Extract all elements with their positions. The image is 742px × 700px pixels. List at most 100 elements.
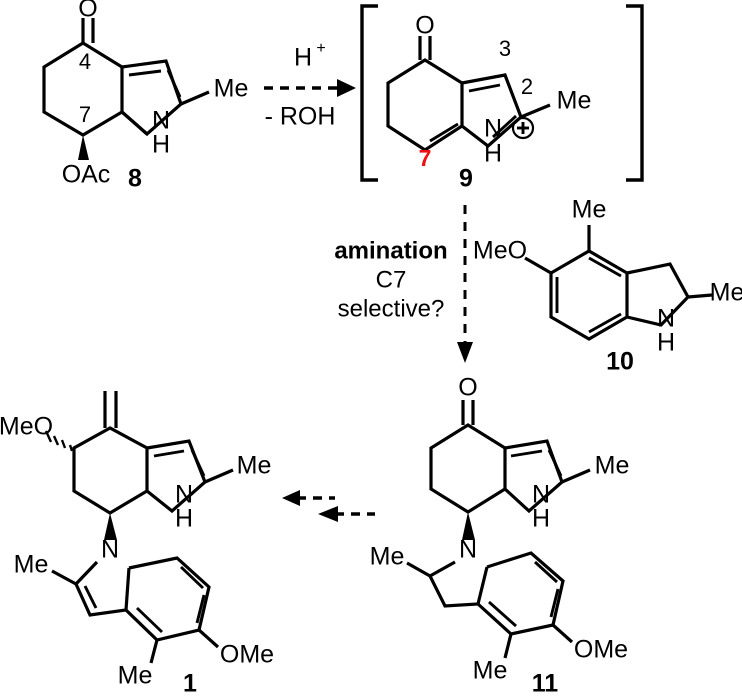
- compound-9-charge-circle: [511, 116, 535, 140]
- compound-9-position-2-label: 2: [521, 74, 533, 99]
- amination-label-line3: selective?: [338, 295, 445, 322]
- compound-11-ome-bond: [551, 623, 574, 644]
- compound-1-indole-methyl-bond: [204, 468, 234, 484]
- compound-11-indole-h-label: H: [532, 505, 550, 533]
- compound-1-structure: MeO N H Me N Me Me OMe 1: [0, 391, 274, 698]
- compound-11-ome-label: OMe: [574, 636, 628, 664]
- compound-11-number-label: 11: [532, 670, 559, 698]
- intermediate-brackets: [360, 4, 644, 182]
- compound-11-arom-double-b: [534, 560, 558, 584]
- amination-label-line2: C7: [376, 266, 407, 293]
- compound-8-c2-methyl-bond: [180, 90, 210, 106]
- top-arrow-byproduct-label: - ROH: [265, 103, 336, 131]
- right-bracket: [626, 4, 644, 182]
- compound-1-number-label: 1: [183, 670, 197, 698]
- compound-10-c2-methyl-label: Me: [710, 279, 742, 307]
- compound-11-cyclohexanone-ring: [429, 423, 507, 514]
- compound-1-lower-c4-methyl-label: Me: [118, 662, 153, 690]
- compound-1-lower-c2-methyl-label: Me: [14, 551, 49, 579]
- compound-9-c2-methyl-bond: [520, 103, 551, 119]
- compound-8-methyl-label: Me: [214, 75, 249, 103]
- compound-11-indoline-n-label: N: [459, 536, 477, 564]
- compound-1-meo-hash-wedge: [44, 430, 74, 452]
- compound-1-lower-5ring: [74, 560, 131, 617]
- vertical-arrow-head: [457, 342, 473, 363]
- compound-1-lower-inner-double: [83, 585, 98, 609]
- amination-label-line1: amination: [334, 237, 447, 264]
- compound-10-structure: MeO Me N H Me 10: [473, 196, 742, 376]
- compound-8-number-label: 8: [128, 165, 142, 193]
- compound-11-arom-double-a: [488, 600, 517, 628]
- compound-8-structure: O N H Me 4 7 OAc 8: [42, 0, 249, 193]
- compound-11-c2-methyl-label: Me: [370, 543, 405, 571]
- compound-10-benzene-ring: [549, 249, 629, 341]
- compound-11-structure: O N H Me N Me Me OMe 11: [370, 374, 630, 698]
- compound-1-inner-double-b: [190, 449, 206, 477]
- compound-11-indole-n-label: N: [532, 481, 550, 509]
- compound-1-cyclohexane-ring: [72, 426, 149, 515]
- compound-9-ketone-oxygen-label: O: [415, 12, 434, 40]
- compound-11-c4-methyl-label: Me: [473, 657, 508, 685]
- compound-11-indoline-5ring: [427, 560, 489, 608]
- compound-9-number-label: 9: [459, 165, 473, 193]
- compound-8-ketone-oxygen-label: O: [78, 0, 97, 23]
- compound-10-n-label: N: [657, 305, 675, 333]
- compound-8-oac-wedge: [78, 135, 89, 160]
- compound-9-cyclohexenone-ring: [386, 58, 464, 152]
- left-bracket: [360, 4, 378, 182]
- compound-8-indole-n-label: N: [152, 107, 170, 135]
- compound-8-fusion-bond: [120, 110, 149, 136]
- compound-11-benzo-ring: [476, 551, 565, 636]
- compound-1-benzo-ring: [124, 556, 211, 642]
- compound-8-inner-double-a: [128, 69, 162, 77]
- amination-arrow: amination C7 selective?: [334, 205, 473, 363]
- compound-10-meo-label: MeO: [473, 237, 527, 265]
- compound-9-h-label: H: [484, 140, 502, 168]
- compound-11-c7-n-wedge: [462, 512, 475, 540]
- compound-11-inner-double-b: [547, 449, 563, 477]
- compound-1-arom-double-b: [179, 565, 205, 590]
- compound-1-indole-n-label: N: [175, 481, 193, 509]
- retro-arrow-head-lower: [318, 506, 338, 522]
- compound-10-arom-double-b: [588, 256, 622, 278]
- compound-1-meo-label: MeO: [0, 413, 53, 441]
- compound-9-position-7-label: 7: [419, 145, 432, 171]
- compound-10-number-label: 10: [606, 348, 634, 376]
- compound-1-arom-double-c: [195, 594, 206, 624]
- compound-1-lower-n-label: N: [101, 536, 119, 564]
- compound-8-position-7-label: 7: [79, 102, 91, 127]
- compound-1-inner-double-a: [153, 449, 185, 458]
- compound-9-structure: O N H Me 3 2 7 9: [386, 12, 591, 193]
- compound-10-arom-double-c: [588, 312, 622, 334]
- compound-1-lower-c2-methyl-bond: [51, 569, 77, 586]
- compound-1-indole-h-label: H: [175, 505, 193, 533]
- compound-8-position-4-label: 4: [79, 49, 91, 74]
- compound-10-h-label: H: [657, 329, 675, 357]
- compound-1-c7-n-wedge: [104, 513, 117, 540]
- compound-1-indole-methyl-label: Me: [237, 452, 272, 480]
- compound-9-inner-double-a: [468, 83, 501, 93]
- compound-11-ketone-oxygen-label: O: [458, 374, 477, 402]
- compound-10-c4-methyl-label: Me: [572, 196, 607, 224]
- compound-11-inner-double-a: [510, 449, 543, 458]
- compound-9-inner-double-b: [492, 114, 517, 139]
- compound-9-n-label: N: [484, 115, 502, 143]
- compound-10-c2-methyl-bond: [687, 293, 713, 299]
- compound-1-arom-double-a: [135, 606, 164, 634]
- compound-10-meo-bond: [524, 256, 552, 275]
- top-arrow-head: [337, 79, 356, 97]
- compound-9-c7-double-inner: [429, 122, 459, 143]
- compound-11-indole-methyl-bond: [561, 468, 591, 484]
- compound-9-position-3-label: 3: [499, 36, 511, 61]
- top-reaction-arrow: H + - ROH: [264, 40, 356, 131]
- top-arrow-reagent-superscript: +: [316, 40, 325, 57]
- compound-1-lower-ome-bond: [197, 628, 220, 649]
- top-arrow-reagent-label: H: [294, 44, 312, 72]
- retrosynthetic-arrow: [282, 490, 375, 522]
- compound-1-lower-ome-label: OMe: [220, 641, 274, 669]
- compound-11-c2-methyl-bond: [406, 561, 431, 578]
- compound-11-arom-double-c: [549, 588, 560, 618]
- compound-11-indole-methyl-label: Me: [595, 452, 630, 480]
